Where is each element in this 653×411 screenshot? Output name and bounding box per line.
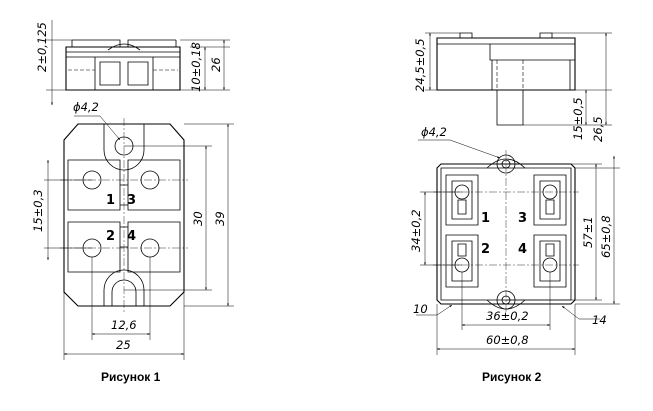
fig1-dim-length-inner: 30 (191, 211, 205, 226)
fig2-dim-left-margin: 10 (413, 302, 428, 316)
figure1-side-view (46, 20, 230, 106)
fig1-dim-length-total: 39 (213, 211, 227, 226)
fig1-dim-height-total: 26 (209, 57, 223, 72)
fig1-dim-width: 25 (116, 338, 131, 352)
figure1-top-view (44, 115, 234, 360)
fig2-dim-height-body: 24,5±0,5 (413, 38, 427, 92)
figure1: 2±0,125 10±0,18 26 (31, 20, 234, 384)
fig2-dim-width: 60±0,8 (486, 333, 529, 347)
fig2-dim-length-total: 65±0,8 (599, 215, 613, 258)
figure2-side-view (425, 32, 612, 126)
fig2-pin-3: 3 (518, 211, 527, 226)
fig1-pin-4: 4 (127, 229, 136, 244)
fig1-dim-pin-pitch: 15±0,3 (31, 189, 45, 232)
fig2-dim-base: 15±0,5 (571, 97, 585, 140)
fig2-dim-length-inner: 57±1 (581, 216, 595, 248)
figure2-top-view (416, 139, 620, 355)
fig2-pin-4: 4 (518, 242, 527, 257)
fig2-pin-1: 1 (481, 211, 490, 226)
fig2-dim-right-margin: 14 (592, 313, 607, 327)
fig1-pin-1: 1 (106, 193, 115, 208)
fig1-dim-height-body: 10±0,18 (189, 42, 203, 92)
fig1-pin-3: 3 (127, 193, 136, 208)
fig2-dim-hole-spacing: 36±0,2 (486, 309, 529, 323)
fig2-dim-height-total: 26,5 (591, 116, 605, 142)
fig1-pin-2: 2 (106, 229, 115, 244)
fig2-dim-pin-pitch: 34±0,2 (409, 209, 423, 252)
fig2-caption: Рисунок 2 (482, 370, 542, 384)
fig2-pin-2: 2 (481, 242, 490, 257)
figure2: 24,5±0,5 15±0,5 26,5 (409, 32, 620, 384)
fig1-dim-hole: ϕ4,2 (73, 100, 99, 114)
fig1-dim-height-thin: 2±0,125 (35, 22, 49, 72)
fig1-dim-spacing: 12,6 (111, 318, 137, 332)
fig1-caption: Рисунок 1 (101, 370, 161, 384)
fig2-dim-hole: ϕ4,2 (421, 125, 447, 139)
